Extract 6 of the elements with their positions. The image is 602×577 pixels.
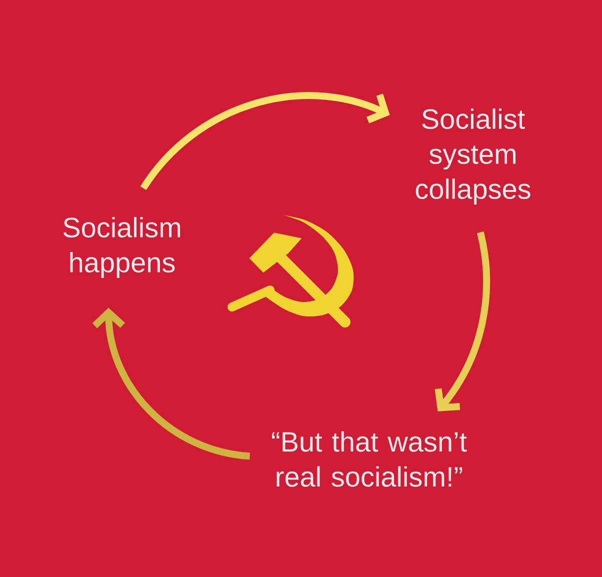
curved-arrow: [140, 92, 390, 190]
curved-arrow: [92, 308, 250, 460]
step-label: “But that wasn’t real socialism!”: [272, 431, 467, 487]
step-label: Socialist system collapses: [416, 108, 530, 205]
curved-arrow: [434, 232, 490, 412]
step-label: Socialism happens: [63, 216, 180, 278]
